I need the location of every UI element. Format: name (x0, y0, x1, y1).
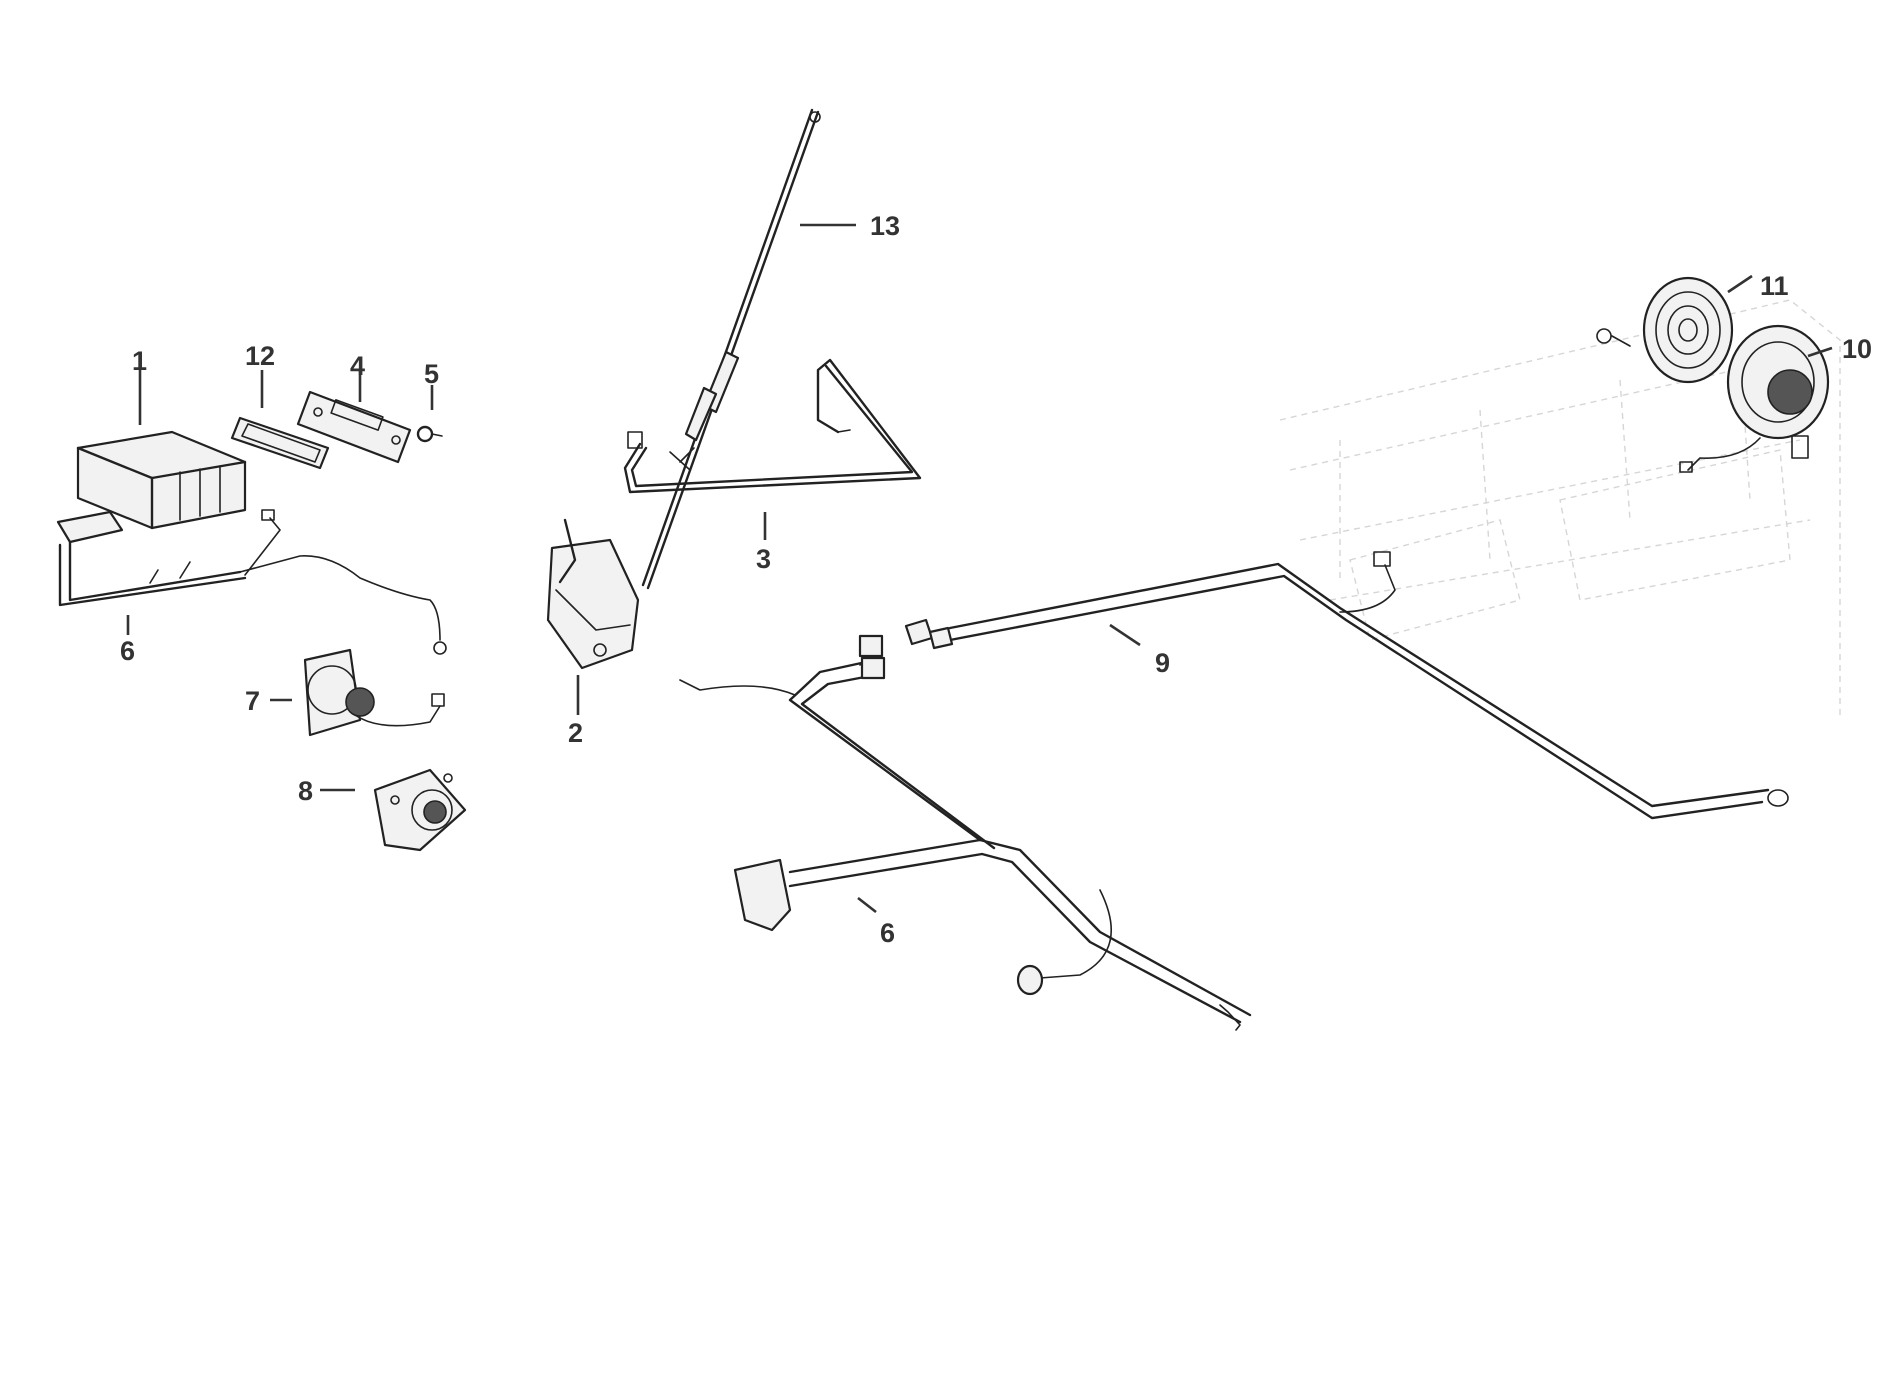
amplifier-bracket (546, 518, 640, 670)
front-panel (296, 390, 412, 464)
antenna-cable (623, 358, 922, 494)
callout-9: 9 (1155, 648, 1170, 678)
callout-2: 2 (568, 718, 583, 748)
callout-1: 1 (132, 346, 147, 376)
speaker-square (303, 648, 445, 737)
antenna-mast (641, 108, 821, 590)
callout-11: 11 (1760, 271, 1789, 301)
trim-frame (230, 416, 330, 470)
callouts: 1 12 4 5 6 7 8 2 3 13 6 9 11 10 (120, 211, 1872, 948)
callout-13: 13 (870, 211, 900, 241)
callout-10: 10 (1842, 334, 1872, 364)
tweeter-mount (373, 768, 467, 852)
callout-12: 12 (245, 341, 275, 371)
radio-harness-small (56, 509, 447, 655)
callout-5: 5 (424, 359, 439, 389)
radio-unit (76, 430, 247, 530)
callout-3: 3 (756, 544, 771, 574)
callout-7: 7 (245, 686, 260, 716)
callout-6-upper: 6 (120, 636, 135, 666)
callout-6-lower: 6 (880, 918, 895, 948)
callout-8: 8 (298, 776, 313, 806)
rear-speaker-harness (904, 551, 1789, 820)
callout-4: 4 (350, 351, 365, 381)
speaker-grille (1596, 276, 1734, 384)
speaker-round (1679, 324, 1830, 473)
clip (416, 425, 443, 443)
main-wiring-harness (679, 634, 1252, 1031)
leader-lines (126, 223, 1833, 914)
